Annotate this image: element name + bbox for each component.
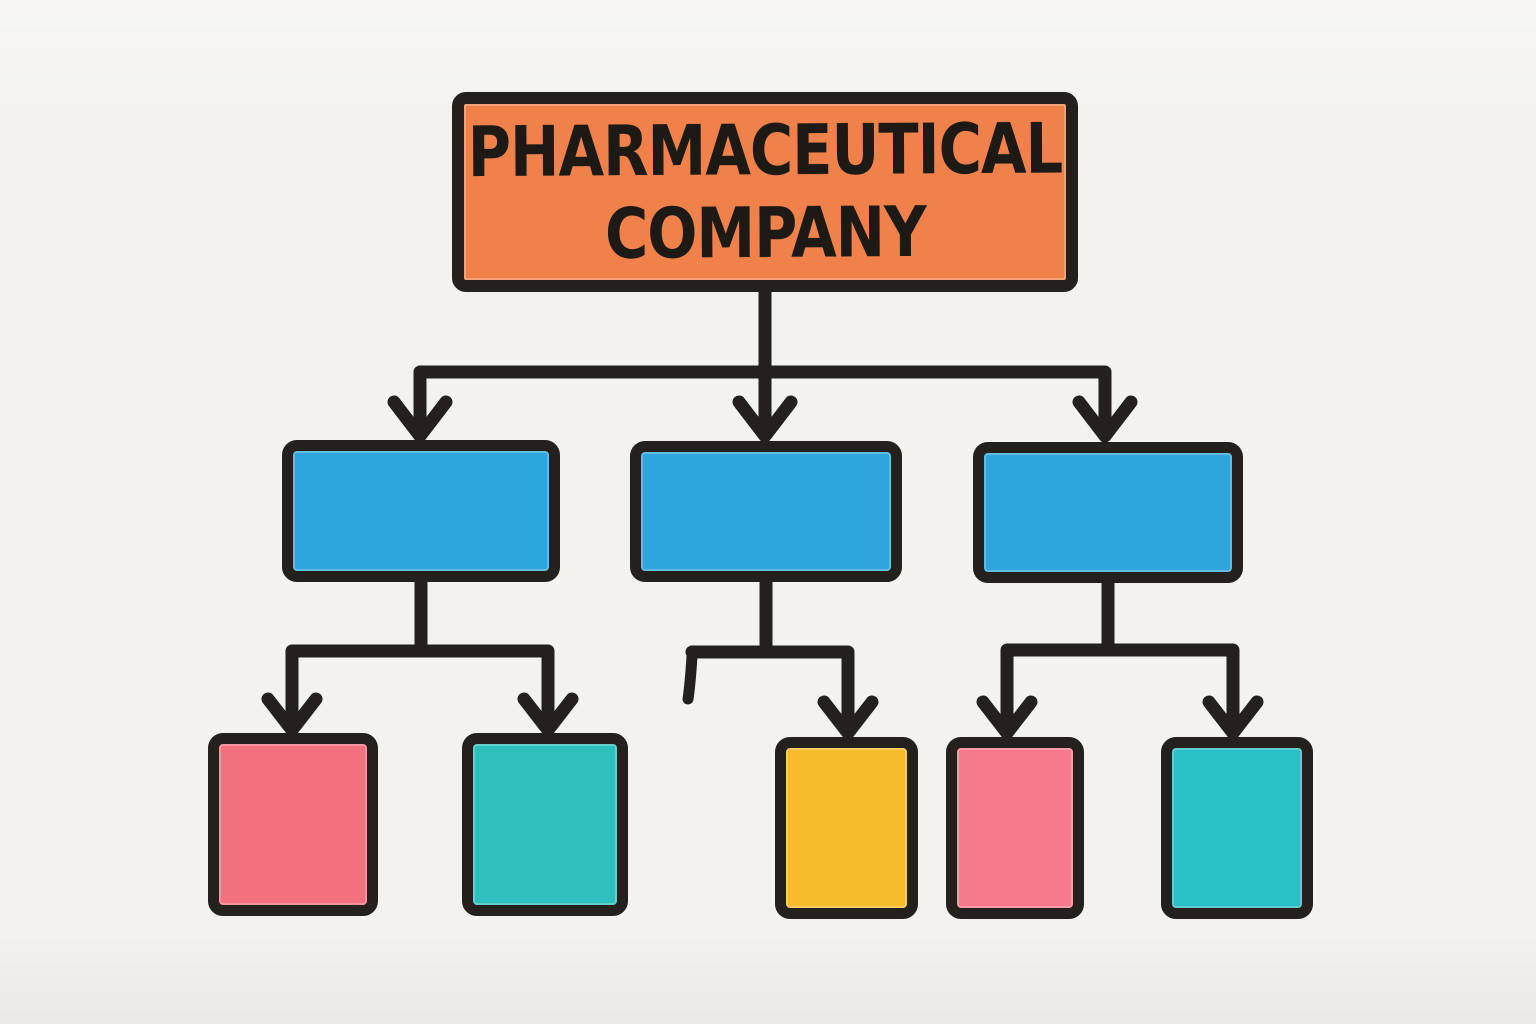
node-unit-3-yellow [775, 737, 918, 919]
arrowhead-unit-5 [1202, 695, 1264, 740]
edge-division-1-bar [285, 644, 555, 735]
edge-division-2-unfinished-stub [682, 650, 698, 705]
edge-root-distribution-bar [413, 365, 1112, 441]
arrowhead-division-1 [387, 395, 453, 443]
root-title-line2: COMPANY [604, 191, 926, 275]
arrowhead-unit-2 [517, 692, 579, 737]
node-unit-1-pink [208, 733, 378, 916]
node-division-2 [630, 441, 902, 582]
arrowhead-division-3 [1072, 395, 1138, 443]
node-unit-2-teal [462, 733, 628, 916]
arrowhead-unit-1 [261, 692, 323, 737]
root-title-line1: PHARMACEUTICAL [467, 107, 1063, 193]
edge-division-3-bar [1000, 643, 1240, 737]
root-node-title: PHARMACEUTICAL COMPANY [467, 108, 1062, 277]
node-unit-4-pink [946, 737, 1084, 919]
node-pharmaceutical-company: PHARMACEUTICAL COMPANY [452, 92, 1078, 292]
edge-division-2-bar [685, 645, 855, 737]
arrowhead-unit-4 [976, 695, 1038, 740]
node-unit-5-teal [1161, 737, 1313, 919]
node-division-3 [973, 442, 1243, 583]
arrowhead-unit-3 [817, 695, 879, 740]
arrowhead-division-2 [732, 395, 798, 443]
node-division-1 [282, 440, 560, 582]
